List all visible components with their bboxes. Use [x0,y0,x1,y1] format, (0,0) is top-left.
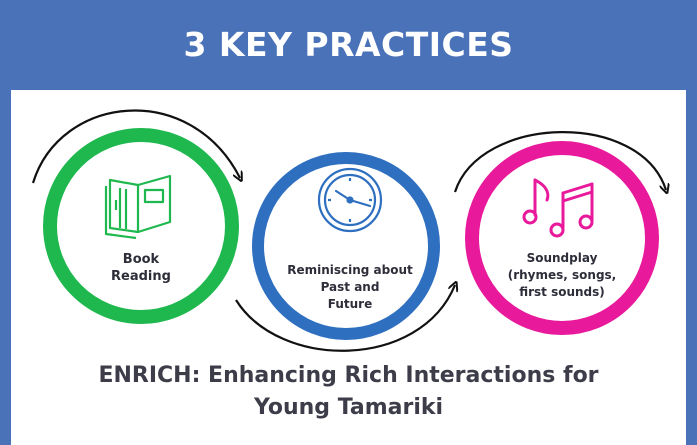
book-icon [104,174,172,240]
book-reading-ring [43,128,239,324]
soundplay-label-3: first sounds) [519,285,605,299]
page-title: 3 KEY PRACTICES [183,24,514,64]
reminiscing-ring [252,152,440,340]
arrow-out-of-soundplay [453,131,666,192]
arrow-into-soundplay [235,285,455,352]
reminiscing-label-1: Reminiscing about [287,263,413,277]
arrow-into-book-reading [31,109,240,183]
book-reading-label-1: Book [123,252,160,267]
caption-line-2: Young Tamariki [253,395,444,420]
caption-line-1: ENRICH: Enhancing Rich Interactions for [98,363,599,388]
caption: ENRICH: Enhancing Rich Interactions for … [0,360,697,424]
practice-reminiscing: Reminiscing about Past and Future [252,152,440,340]
reminiscing-label-2: Past and [321,280,380,294]
soundplay-ring [465,141,659,335]
soundplay-label-1: Soundplay [527,251,598,265]
reminiscing-label-3: Future [328,297,372,311]
clock-icon [317,167,383,233]
practice-book-reading: Book Reading [43,128,239,324]
music-notes-icon [522,178,594,238]
header-banner: 3 KEY PRACTICES [0,0,697,88]
practice-soundplay: Soundplay (rhymes, songs, first sounds) [465,141,659,335]
soundplay-label-2: (rhymes, songs, [508,268,617,282]
book-reading-label-2: Reading [111,269,171,284]
